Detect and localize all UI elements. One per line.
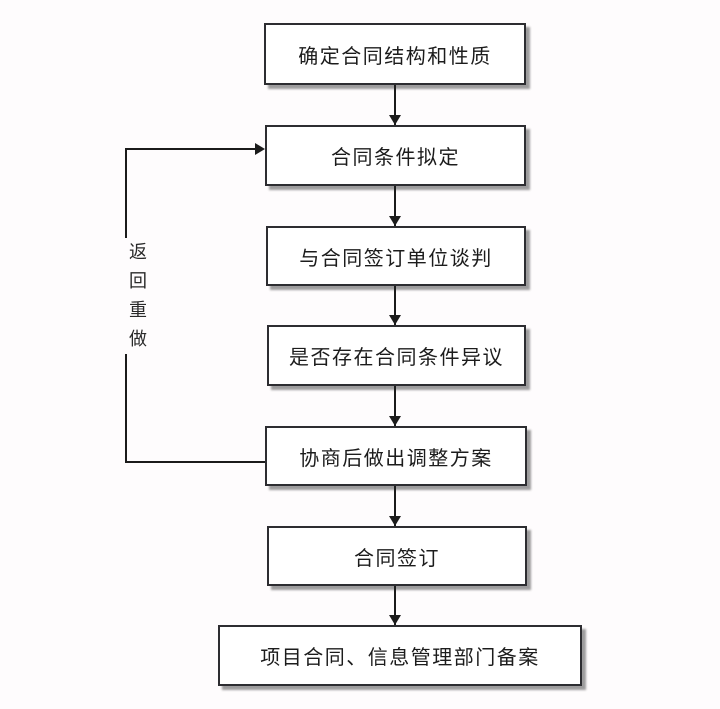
feedback-loop-arrow-to-draft-conditions (125, 143, 265, 155)
feedback-loop-label: 返回重做 (125, 238, 151, 354)
feedback-loop-line-from-adjustment-plan (125, 461, 265, 463)
connector-arrow-6 (389, 586, 401, 625)
node-draft-contract-conditions: 合同条件拟定 (265, 125, 526, 186)
node-negotiate-with-signing-unit: 与合同签订单位谈判 (266, 226, 526, 286)
connector-arrow-1 (389, 85, 401, 125)
node-determine-contract-structure: 确定合同结构和性质 (264, 23, 526, 85)
connector-arrow-3 (389, 286, 401, 325)
connector-arrow-2 (389, 186, 401, 226)
node-check-condition-objections: 是否存在合同条件异议 (267, 325, 526, 386)
node-contract-signing: 合同签订 (267, 526, 527, 586)
connector-arrow-5 (389, 486, 401, 526)
node-filing-with-management-departments: 项目合同、信息管理部门备案 (218, 625, 582, 686)
node-adjustment-plan-after-negotiation: 协商后做出调整方案 (265, 426, 527, 486)
connector-arrow-4 (389, 386, 401, 426)
